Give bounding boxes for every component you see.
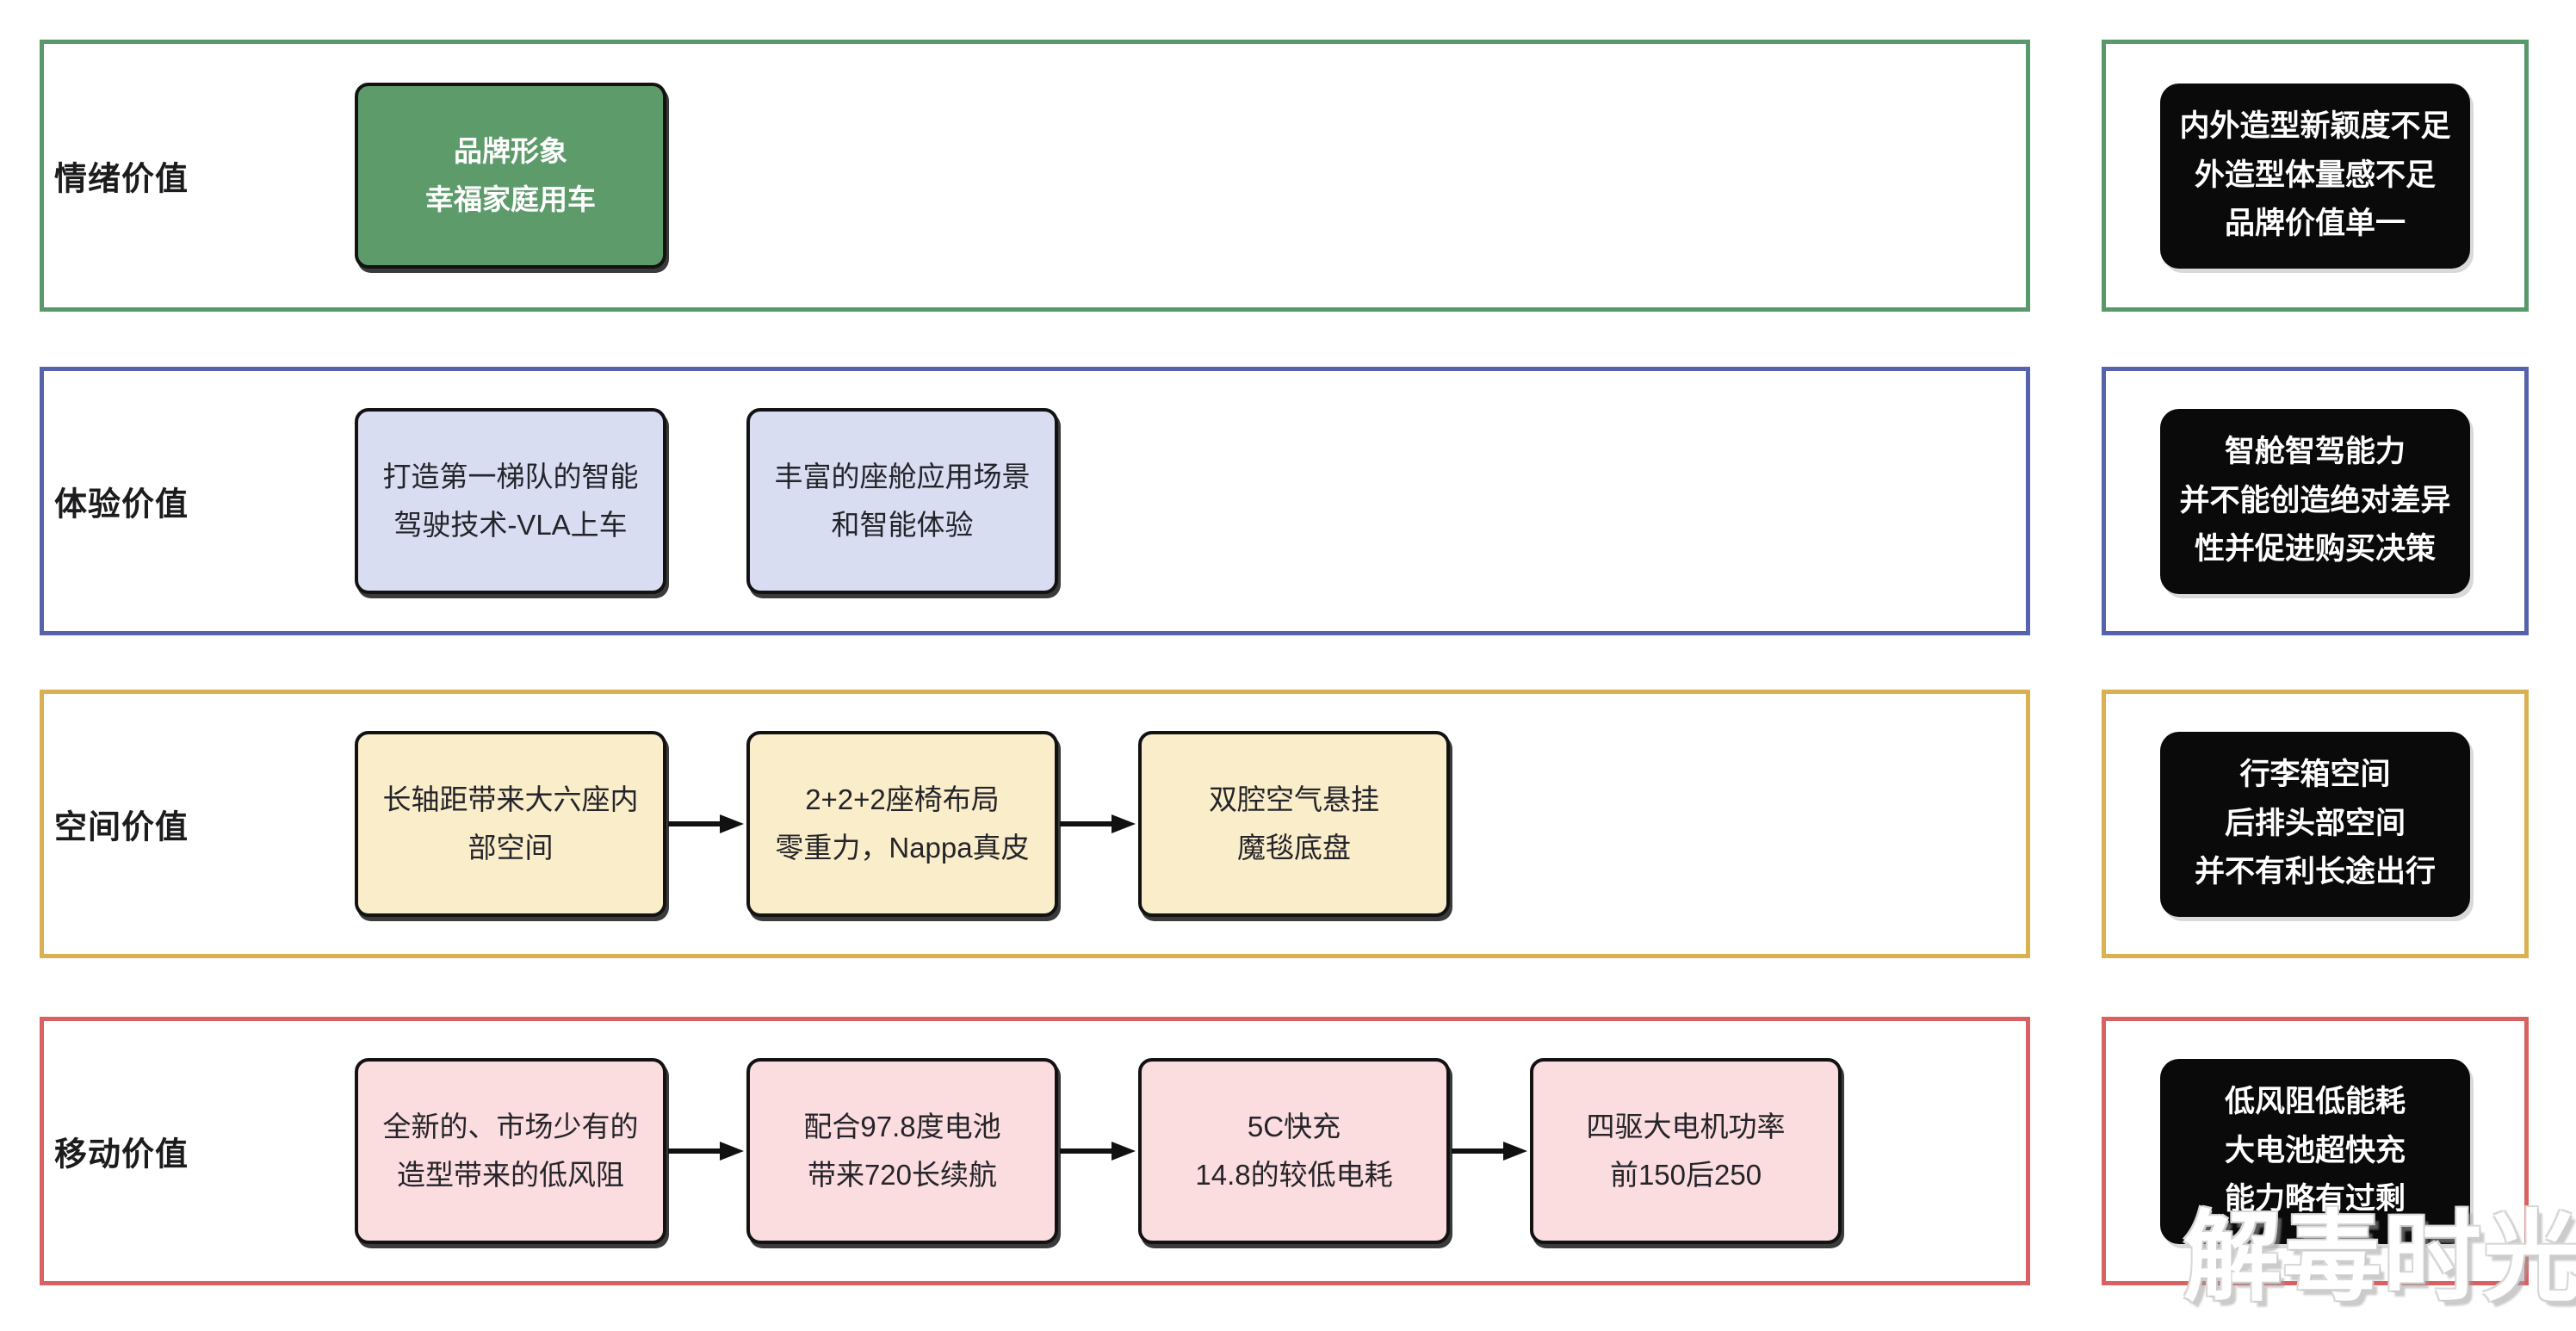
row-experience-value: 体验价值 打造第一梯队的智能 驾驶技术-VLA上车 丰富的座舱应用场景 和智能体… (40, 367, 2030, 635)
flow-box-low-drag: 全新的、市场少有的 造型带来的低风阻 (355, 1058, 666, 1244)
weakness-box-space: 行李箱空间 后排头部空间 并不有利长途出行 (2160, 731, 2470, 917)
flow-boxes-mobility: 全新的、市场少有的 造型带来的低风阻 配合97.8度电池 带来720长续航 5C… (355, 1058, 1842, 1244)
flow-arrow-icon (666, 1140, 746, 1162)
weakness-box-experience: 智舱智驾能力 并不能创造绝对差异 性并促进购买决策 (2160, 408, 2470, 594)
flow-box-brand-image: 品牌形象 幸福家庭用车 (355, 83, 666, 269)
row-label-space: 空间价值 (54, 809, 189, 846)
flow-boxes-emotional: 品牌形象 幸福家庭用车 (355, 83, 666, 269)
flow-box-air-suspension: 双腔空气悬挂 魔毯底盘 (1138, 731, 1450, 917)
flow-box-motor-power: 四驱大电机功率 前150后250 (1530, 1058, 1842, 1244)
flow-box-fast-charge: 5C快充 14.8的较低电耗 (1138, 1058, 1450, 1244)
flow-arrow-icon (1058, 1140, 1138, 1162)
weakness-box-mobility: 低风阻低能耗 大电池超快充 能力略有过剩 (2160, 1058, 2470, 1244)
flow-boxes-space: 长轴距带来大六座内 部空间 2+2+2座椅布局 零重力，Nappa真皮 双腔空气… (355, 731, 1450, 917)
side-panel-emotional: 内外造型新颖度不足 外造型体量感不足 品牌价值单一 (2102, 40, 2529, 312)
side-panel-space: 行李箱空间 后排头部空间 并不有利长途出行 (2102, 690, 2529, 958)
flow-boxes-experience: 打造第一梯队的智能 驾驶技术-VLA上车 丰富的座舱应用场景 和智能体验 (355, 408, 1058, 594)
flow-arrow-icon (666, 813, 746, 835)
row-space-value: 空间价值 长轴距带来大六座内 部空间 2+2+2座椅布局 零重力，Nappa真皮… (40, 690, 2030, 958)
watermark-text: 解毒时光 (2183, 1204, 2576, 1313)
side-panel-mobility: 低风阻低能耗 大电池超快充 能力略有过剩 (2102, 1017, 2529, 1285)
flow-arrow-icon (1058, 813, 1138, 835)
weakness-box-emotional: 内外造型新颖度不足 外造型体量感不足 品牌价值单一 (2160, 83, 2470, 269)
flow-box-seat-layout: 2+2+2座椅布局 零重力，Nappa真皮 (746, 731, 1058, 917)
row-label-experience: 体验价值 (54, 486, 189, 523)
side-panel-experience: 智舱智驾能力 并不能创造绝对差异 性并促进购买决策 (2102, 367, 2529, 635)
flow-box-battery-range: 配合97.8度电池 带来720长续航 (746, 1058, 1058, 1244)
flow-box-smart-driving: 打造第一梯队的智能 驾驶技术-VLA上车 (355, 408, 666, 594)
row-emotional-value: 情绪价值 品牌形象 幸福家庭用车 (40, 40, 2030, 312)
row-label-emotional: 情绪价值 (54, 161, 189, 198)
flow-box-cockpit-experience: 丰富的座舱应用场景 和智能体验 (746, 408, 1058, 594)
flow-box-wheelbase: 长轴距带来大六座内 部空间 (355, 731, 666, 917)
row-label-mobility: 移动价值 (54, 1136, 189, 1173)
flow-arrow-icon (1450, 1140, 1530, 1162)
row-mobility-value: 移动价值 全新的、市场少有的 造型带来的低风阻 配合97.8度电池 带来720长… (40, 1017, 2030, 1285)
